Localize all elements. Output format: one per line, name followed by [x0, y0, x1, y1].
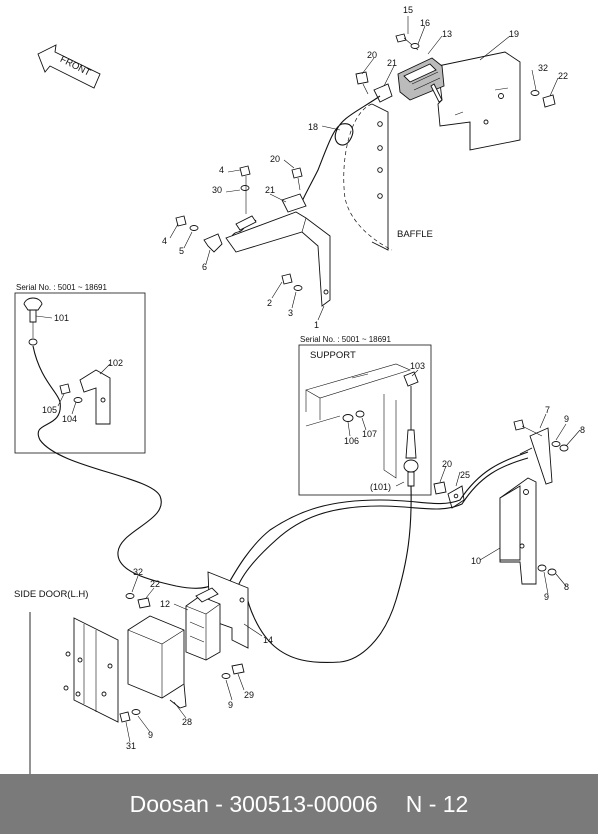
callout-2: 2	[267, 298, 272, 308]
side-door-label: SIDE DOOR(L.H)	[14, 589, 88, 600]
callout-102: 102	[108, 358, 123, 368]
callout-104: 104	[62, 414, 77, 424]
leader-lines	[35, 16, 581, 743]
callout-5: 5	[179, 246, 184, 256]
callout-12: 12	[160, 599, 170, 609]
callout-13: 13	[442, 29, 452, 39]
callout-9-door: 9	[228, 700, 233, 710]
callout-105: 105	[42, 405, 57, 415]
footer-page-number: N - 12	[405, 790, 469, 817]
callout-22-top: 22	[558, 71, 568, 81]
callout-10: 10	[471, 556, 481, 566]
callout-4-upper: 4	[219, 165, 224, 175]
cable-18	[299, 95, 381, 207]
middle-bracket-assembly	[175, 165, 331, 307]
callout-9-bottom: 9	[148, 730, 153, 740]
callout-20-right: 20	[442, 459, 452, 469]
side-door-assembly: SIDE DOOR(L.H)	[14, 571, 249, 774]
callout-22-door: 22	[150, 579, 160, 589]
callout-32-top: 32	[538, 63, 548, 73]
callout-29: 29	[244, 690, 254, 700]
baffle-label: BAFFLE	[397, 229, 433, 240]
footer-doc-id: Doosan - 300513-00006	[129, 790, 378, 817]
callout-4-left: 4	[162, 236, 167, 246]
callout-21-mid: 21	[265, 185, 275, 195]
callout-28: 28	[182, 717, 192, 727]
callout-30: 30	[212, 185, 222, 195]
callout-101: 101	[54, 313, 69, 323]
callout-16: 16	[420, 18, 430, 28]
serial-box-left: Serial No. : 5001 ~ 18691	[14, 283, 146, 454]
serial-box-left-title: Serial No. : 5001 ~ 18691	[16, 283, 108, 292]
callout-20-mid: 20	[270, 154, 280, 164]
callout-21-top: 21	[387, 58, 397, 68]
serial-box-right: Serial No. : 5001 ~ 18691 SUPPORT	[298, 335, 432, 496]
callout-20-top: 20	[367, 50, 377, 60]
callout-107: 107	[362, 429, 377, 439]
footer-bar: Doosan - 300513-00006 N - 12	[0, 774, 598, 834]
callout-9-low: 9	[544, 592, 549, 602]
callout-25: 25	[460, 470, 470, 480]
callout-7: 7	[545, 405, 550, 415]
serial-box-right-title: Serial No. : 5001 ~ 18691	[300, 335, 392, 344]
callout-14: 14	[263, 635, 273, 645]
callout-18: 18	[308, 122, 318, 132]
parts-diagram: FRONT BAFFLE	[14, 5, 586, 774]
callout-103: 103	[410, 361, 425, 371]
callout-32-door: 32	[133, 567, 143, 577]
callout-3: 3	[288, 308, 293, 318]
right-bracket-assembly	[433, 419, 569, 585]
support-label: SUPPORT	[310, 350, 356, 361]
lever-assembly-top	[355, 33, 556, 151]
callout-8-right: 8	[580, 425, 585, 435]
callout-106: 106	[344, 436, 359, 446]
baffle-panel: BAFFLE	[343, 103, 433, 251]
callout-8-low: 8	[564, 582, 569, 592]
callout-15: 15	[403, 5, 413, 15]
callout-6: 6	[202, 262, 207, 272]
callout-9-right: 9	[564, 414, 569, 424]
front-arrow: FRONT	[37, 44, 101, 89]
callout-numbers: 15 16 13 19 20 21 32 22 18 20 4 30 21 4 …	[42, 5, 585, 751]
callout-101-ref: (101)	[370, 482, 391, 492]
callout-19: 19	[509, 29, 519, 39]
callout-1: 1	[314, 320, 319, 330]
callout-31: 31	[126, 741, 136, 751]
